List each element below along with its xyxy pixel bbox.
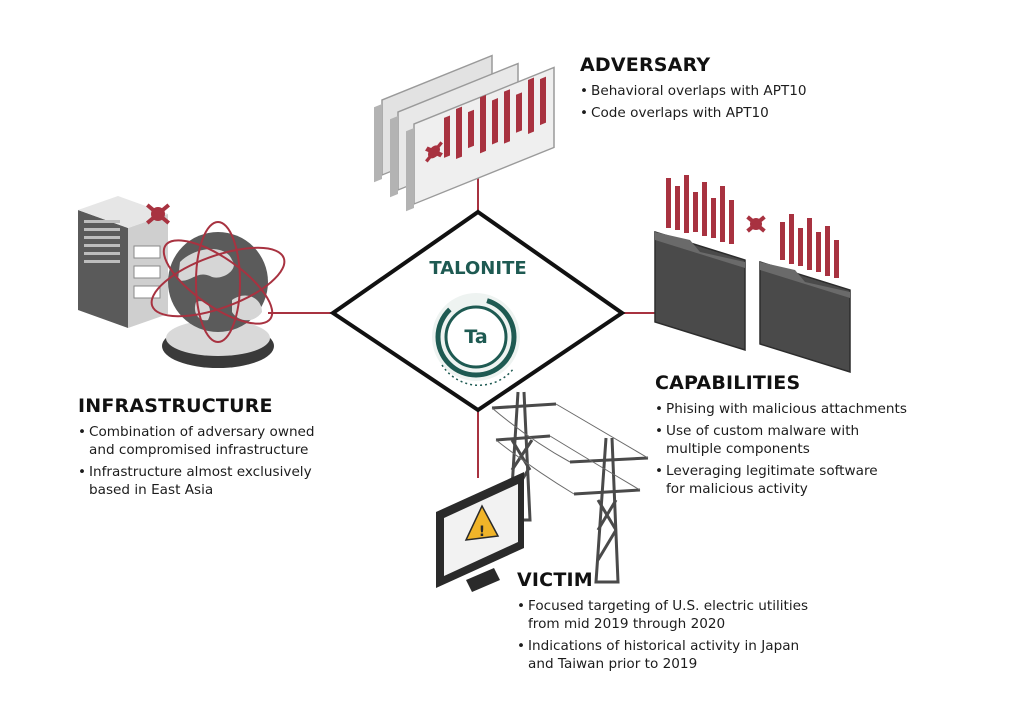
list-item: Leveraging legitimate software for malic… bbox=[655, 462, 955, 498]
list-item: Code overlaps with APT10 bbox=[580, 104, 880, 122]
capabilities-title: CAPABILITIES bbox=[655, 372, 801, 394]
adversary-title: ADVERSARY bbox=[580, 54, 711, 76]
infrastructure-section: INFRASTRUCTURE Combination of adversary … bbox=[78, 395, 378, 503]
list-item: Behavioral overlaps with APT10 bbox=[580, 82, 880, 100]
svg-text:!: ! bbox=[479, 524, 485, 540]
capabilities-list: Phising with malicious attachments Use o… bbox=[655, 400, 955, 498]
infrastructure-title: INFRASTRUCTURE bbox=[78, 395, 273, 417]
skull-crossbones-panels-icon bbox=[374, 54, 555, 212]
infrastructure-list: Combination of adversary owned and compr… bbox=[78, 423, 378, 499]
victim-section: VICTIM Focused targeting of U.S. electri… bbox=[517, 569, 847, 677]
warning-monitor-power-tower-icon: ! bbox=[436, 391, 649, 592]
talonite-badge-icon bbox=[432, 293, 520, 386]
adversary-list: Behavioral overlaps with APT10 Code over… bbox=[580, 82, 880, 122]
victim-title: VICTIM bbox=[517, 569, 593, 591]
center-title: TALONITE bbox=[429, 258, 527, 279]
list-item: Phising with malicious attachments bbox=[655, 400, 955, 418]
list-item: Infrastructure almost exclusively based … bbox=[78, 463, 378, 499]
server-globe-icon bbox=[78, 196, 286, 368]
badge-label: Ta bbox=[464, 326, 488, 348]
adversary-section: ADVERSARY Behavioral overlaps with APT10… bbox=[580, 54, 880, 126]
list-item: Focused targeting of U.S. electric utili… bbox=[517, 597, 847, 633]
list-item: Combination of adversary owned and compr… bbox=[78, 423, 378, 459]
victim-list: Focused targeting of U.S. electric utili… bbox=[517, 597, 847, 673]
list-item: Indications of historical activity in Ja… bbox=[517, 637, 847, 673]
list-item: Use of custom malware with multiple comp… bbox=[655, 422, 955, 458]
capabilities-section: CAPABILITIES Phising with malicious atta… bbox=[655, 372, 955, 502]
malware-folders-icon bbox=[654, 175, 851, 374]
